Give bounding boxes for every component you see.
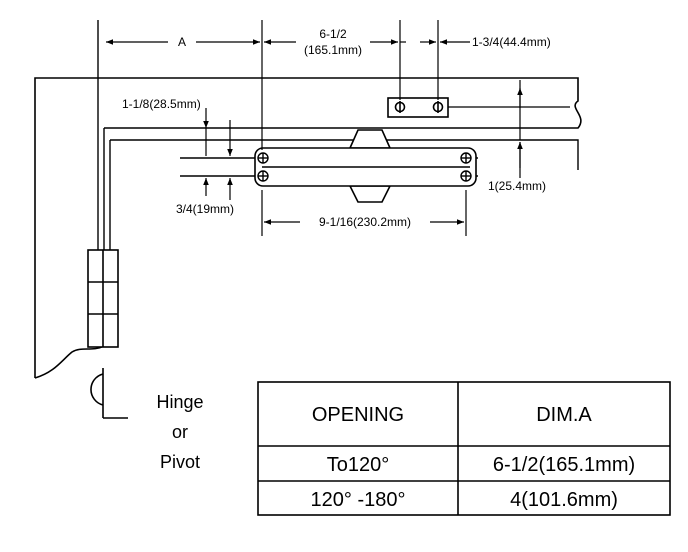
table-header-dim-a: DIM.A <box>536 404 592 426</box>
hinge-label-line1: Hinge <box>156 392 203 412</box>
dimension-arrows <box>106 39 523 225</box>
table-cell-opening-row2: 120° -180° <box>311 489 406 511</box>
centerline-icon <box>90 368 128 419</box>
door-frame-outline <box>34 77 582 379</box>
dim-bracket-drop-label: 1(25.4mm) <box>488 179 546 193</box>
dim-top-spacing-label: 6-1/2 <box>319 27 347 41</box>
dim-body-height-label: 3/4(19mm) <box>176 202 234 216</box>
opening-dimension-table <box>257 381 671 516</box>
dim-body-length-label: 9-1/16(230.2mm) <box>319 215 411 229</box>
closer-screw-icons <box>257 152 472 182</box>
table-cell-dim-a-row2: 4(101.6mm) <box>510 489 618 511</box>
dim-bracket-offset-label: 1-3/4(44.4mm) <box>472 35 551 49</box>
dim-top-spacing-mm-label: (165.1mm) <box>304 43 362 57</box>
hinge-label-line3: Pivot <box>160 452 200 472</box>
door-edge-lines <box>97 20 579 347</box>
dim-head-offset-label: 1-1/8(28.5mm) <box>122 97 201 111</box>
hinge <box>87 249 119 348</box>
hinge-label-line2: or <box>172 422 188 442</box>
table-cell-dim-a-row1: 6-1/2(165.1mm) <box>493 454 635 476</box>
table-header-opening: OPENING <box>312 404 404 426</box>
table-cell-opening-row1: To120° <box>327 454 390 476</box>
mounting-bracket <box>387 97 449 118</box>
closer-body <box>254 129 477 203</box>
dim-a-label: A <box>178 35 186 49</box>
